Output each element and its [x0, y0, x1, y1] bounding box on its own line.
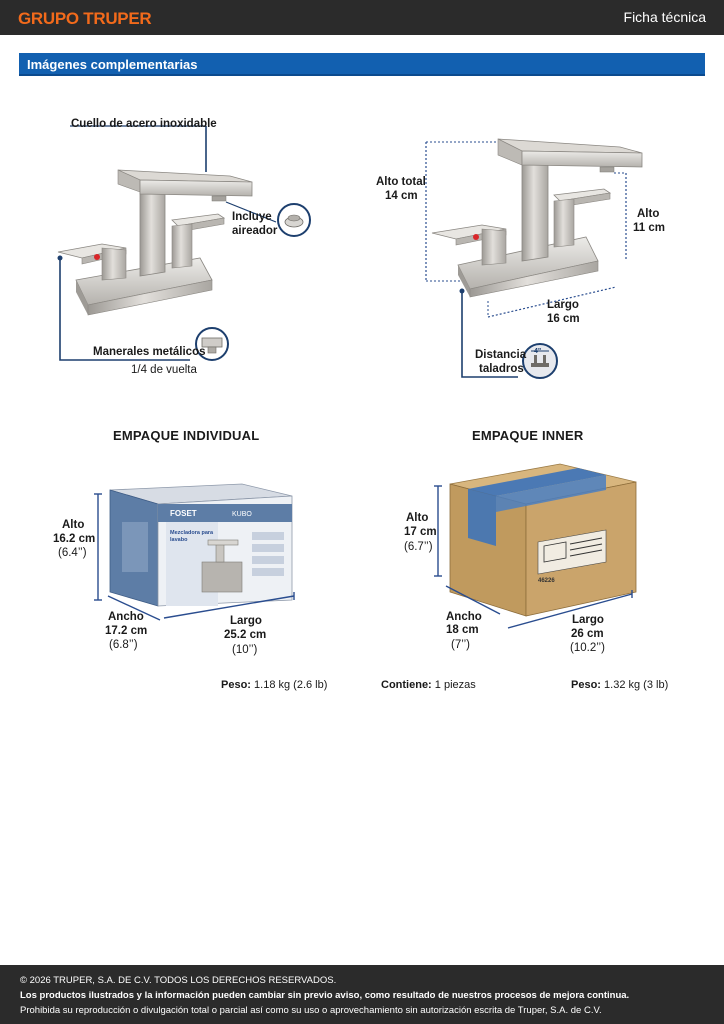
inner-height-cm: 17 cm — [404, 526, 437, 538]
ind-width-cm: 17.2 cm — [105, 625, 148, 637]
handle-icon — [195, 327, 229, 361]
ind-length-in: (10’’) — [232, 644, 258, 656]
neck-label: Cuello de acero inoxidable — [71, 118, 217, 130]
inner-box-code: 46226 — [538, 578, 555, 584]
footer-copyright: © 2026 TRUPER, S.A. DE C.V. TODOS LOS DE… — [20, 975, 337, 986]
ind-height-label: Alto — [62, 519, 85, 531]
box-line-text: KUBO — [232, 511, 252, 518]
aerator-tip — [211, 195, 227, 202]
handles-sublabel: 1/4 de vuelta — [131, 364, 197, 376]
inner-width-cm: 18 cm — [446, 624, 479, 636]
height-value: 11 cm — [633, 222, 665, 234]
aerator-label-line1: Incluye — [232, 211, 272, 223]
ind-height-in: (6.4’’) — [58, 547, 87, 559]
faucet-features-illustration — [57, 125, 311, 361]
inner-height-label: Alto — [406, 512, 429, 524]
faucet-dimensions-illustration — [425, 138, 643, 379]
inner-contains-value: 1 piezas — [434, 679, 476, 691]
height-label: Alto — [637, 208, 660, 220]
inner-contains-key: Contiene: — [381, 679, 432, 691]
inner-length-label: Largo — [572, 614, 604, 626]
total-height-label: Alto total — [376, 176, 426, 188]
inner-weight: Peso: 1.32 kg (3 lb) — [571, 679, 668, 691]
ind-weight-key: Peso: — [221, 679, 251, 691]
aerator-label-line2: aireador — [232, 225, 278, 237]
drill-distance-icon — [522, 343, 558, 379]
faucet-column — [139, 183, 166, 277]
individual-box-illustration: FOSET KUBO Mezcladora para lavabo — [109, 483, 293, 607]
ind-width-in: (6.8’’) — [109, 639, 138, 651]
page-footer: © 2026 TRUPER, S.A. DE C.V. TODOS LOS DE… — [0, 965, 724, 1024]
inner-length-cm: 26 cm — [571, 628, 604, 640]
inner-package-title: EMPAQUE INNER — [472, 428, 584, 443]
inner-width-in: (7’’) — [451, 639, 470, 651]
section-header: Imágenes complementarias — [19, 53, 705, 76]
inner-weight-value: 1.32 kg (3 lb) — [604, 679, 669, 691]
inner-width-label: Ancho — [446, 611, 482, 623]
document-type: Ficha técnica — [623, 9, 706, 25]
inner-contains: Contiene: 1 piezas — [381, 679, 476, 691]
ind-weight: Peso: 1.18 kg (2.6 lb) — [221, 679, 327, 691]
ind-length-cm: 25.2 cm — [224, 629, 267, 641]
footer-notice: Los productos ilustrados y la informació… — [20, 990, 630, 1001]
inner-weight-key: Peso: — [571, 679, 601, 691]
drill-icon-text: 4" — [534, 348, 542, 355]
box-brand-text: FOSET — [170, 509, 197, 518]
hot-indicator-icon — [94, 254, 100, 260]
drill-label-line1: Distancia — [475, 349, 527, 361]
ind-width-label: Ancho — [108, 611, 144, 623]
box-desc-line2: lavabo — [170, 537, 188, 543]
length-value: 16 cm — [547, 313, 580, 325]
top-header-bar: GRUPO TRUPER Ficha técnica — [0, 0, 724, 35]
drill-label-line2: taladros — [479, 363, 524, 375]
section-title: Imágenes complementarias — [27, 57, 198, 72]
ind-weight-value: 1.18 kg (2.6 lb) — [254, 679, 328, 691]
individual-package-title: EMPAQUE INDIVIDUAL — [113, 428, 260, 443]
box-desc-line1: Mezcladora para — [170, 530, 214, 536]
total-height-value: 14 cm — [385, 190, 418, 202]
inner-box-dimension-lines — [434, 485, 633, 629]
brand-logo: GRUPO TRUPER — [18, 9, 152, 28]
aerator-icon — [277, 203, 311, 237]
inner-length-in: (10.2’’) — [570, 642, 605, 654]
ind-length-label: Largo — [230, 615, 262, 627]
individual-box-dimension-lines — [94, 493, 295, 621]
inner-height-in: (6.7’’) — [404, 541, 433, 553]
inner-box-illustration: 46226 — [449, 463, 637, 617]
handles-label: Manerales metálicos — [93, 346, 206, 358]
footer-prohibition: Prohibida su reproducción o divulgación … — [20, 1005, 602, 1016]
ind-height-cm: 16.2 cm — [53, 533, 96, 545]
length-label: Largo — [547, 299, 579, 311]
